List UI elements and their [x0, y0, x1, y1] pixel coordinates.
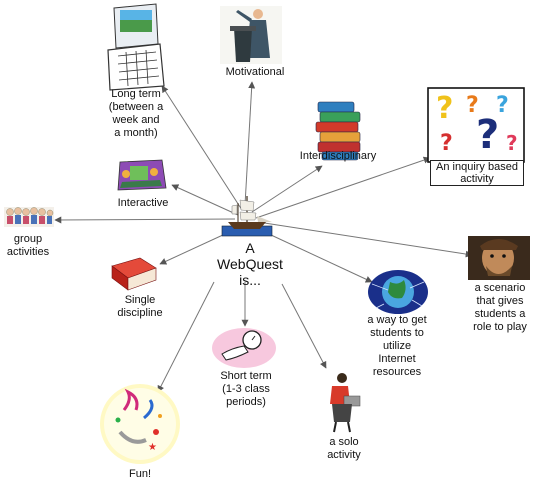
svg-text:★: ★	[148, 442, 157, 453]
computer-people-icon	[117, 159, 167, 191]
center-label: A WebQuest is...	[217, 240, 283, 288]
confetti-icon: ★	[100, 384, 180, 464]
interactive-label: Interactive	[117, 197, 169, 209]
internet-label: a way to get students to utilize Interne…	[367, 314, 427, 378]
pirate-portrait-icon	[468, 236, 530, 280]
short-term-label: Short term (1-3 class periods)	[220, 370, 272, 408]
ship-icon	[221, 196, 273, 237]
inquiry-label: An inquiry based activity	[430, 160, 524, 186]
arrow-fun	[157, 281, 215, 393]
group-of-people-icon	[4, 207, 54, 227]
svg-text:?: ?	[440, 131, 453, 156]
arrow-motivational	[244, 81, 256, 206]
svg-text:?: ?	[476, 112, 499, 158]
arrow-long-term	[161, 85, 243, 211]
interdisciplinary-label: Interdisciplinary	[299, 150, 377, 162]
arrow-internet	[255, 227, 373, 283]
globe-network-icon	[368, 270, 428, 314]
scenario-label: a scenario that gives students a role to…	[473, 282, 527, 333]
arrow-solo	[281, 283, 327, 369]
svg-text:?: ?	[506, 131, 518, 155]
speaker-podium-icon	[220, 6, 282, 64]
hand-stopwatch-icon	[212, 328, 276, 368]
arrow-interactive	[171, 184, 239, 216]
student-laptop-icon	[330, 373, 361, 433]
svg-text:?: ?	[436, 91, 453, 126]
arrow-scenario	[257, 221, 473, 258]
long-term-label: Long term (between a week and a month)	[108, 88, 164, 139]
svg-text:?: ?	[496, 93, 509, 118]
question-marks-icon: ? ? ? ? ? ?	[427, 87, 525, 163]
fun-label: Fun!	[128, 468, 151, 480]
solo-label: a solo activity	[327, 436, 361, 461]
group-label: group activities	[6, 233, 50, 258]
red-book-icon	[111, 257, 157, 291]
motivational-label: Motivational	[225, 66, 285, 78]
arrow-interdisciplinary	[251, 165, 323, 213]
laptop-calendar-icon	[107, 3, 165, 91]
arrow-group	[54, 216, 236, 224]
book-stack-icon	[315, 101, 361, 161]
svg-text:?: ?	[466, 93, 479, 118]
single-label: Single discipline	[117, 294, 163, 319]
arrow-inquiry	[255, 156, 431, 219]
